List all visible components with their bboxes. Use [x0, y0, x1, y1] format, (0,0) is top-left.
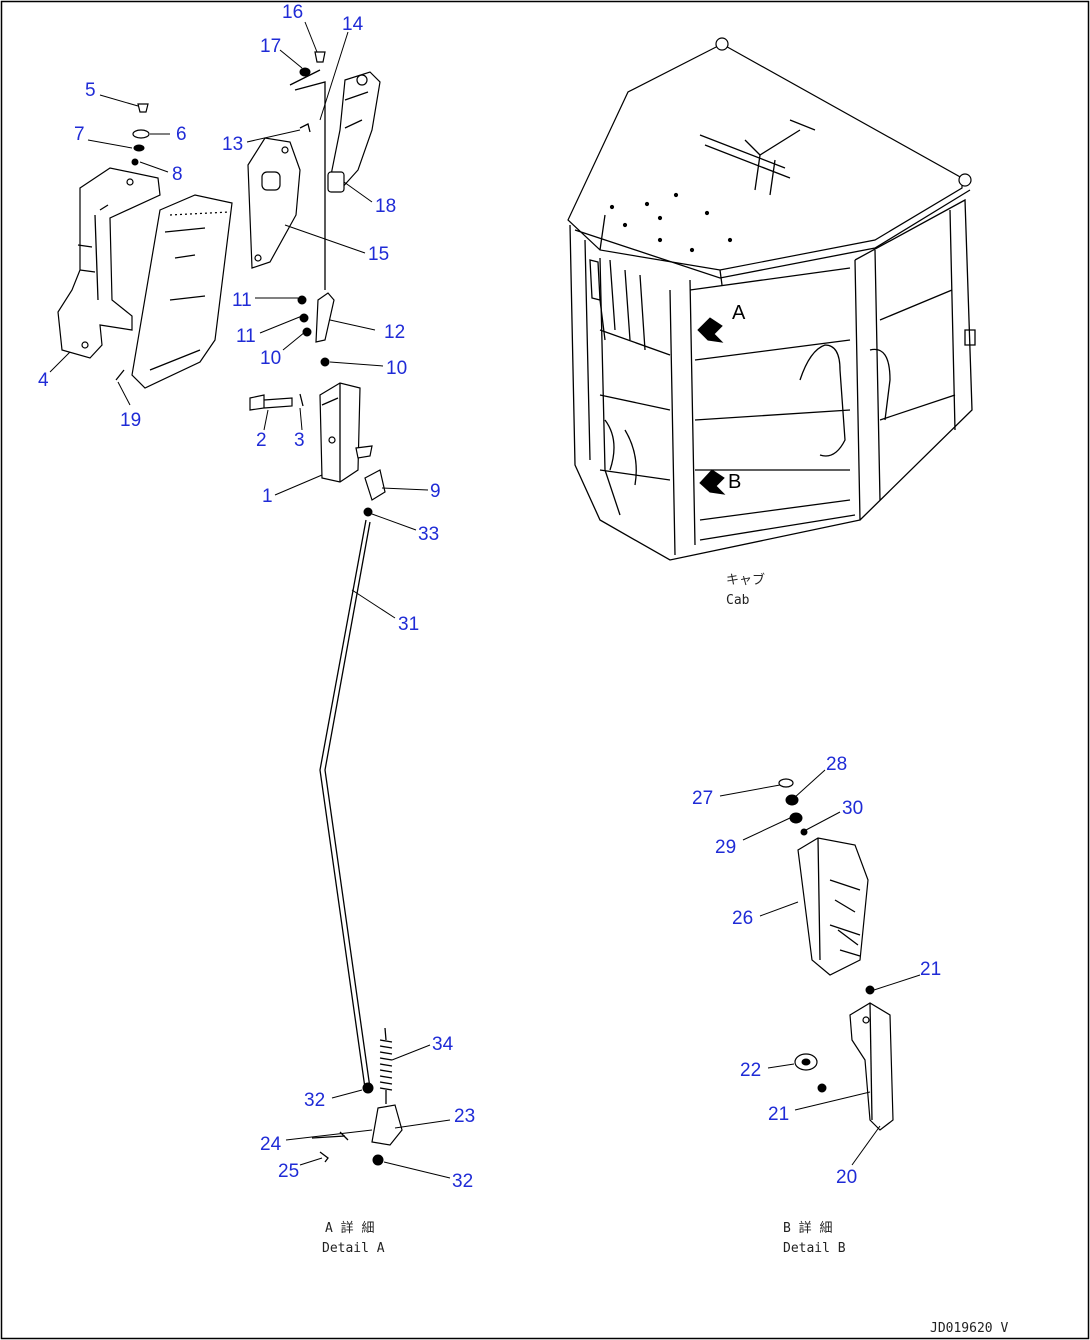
- callout-1: 1: [262, 486, 273, 507]
- callout-13: 13: [222, 134, 243, 155]
- cab-caption-en: Cab: [726, 593, 750, 608]
- callout-29: 29: [715, 837, 736, 858]
- drawing-code: JD019620 V: [930, 1321, 1008, 1336]
- callout-31: 31: [398, 614, 419, 635]
- callout-10a: 10: [260, 348, 281, 369]
- callout-33: 33: [418, 524, 439, 545]
- callout-16: 16: [282, 2, 303, 23]
- callout-22: 22: [740, 1060, 761, 1081]
- detail-b-illustration: [778, 778, 894, 1131]
- callout-12: 12: [384, 322, 405, 343]
- callout-8: 8: [172, 164, 183, 185]
- callout-20: 20: [836, 1167, 857, 1188]
- view-b-arrow-icon: [699, 469, 726, 495]
- detail-a-caption-en: Detail A: [322, 1241, 385, 1256]
- callout-32a: 32: [304, 1090, 325, 1111]
- callout-leaders: [49, 21, 921, 1179]
- callout-11b: 11: [236, 326, 256, 347]
- callout-27: 27: [692, 788, 713, 809]
- callout-15: 15: [368, 244, 389, 265]
- callout-numbers: 16 17 14 5 7 6 8 13 18 15 11 11 12 10 10…: [38, 2, 941, 1192]
- callout-30: 30: [842, 798, 863, 819]
- callout-6: 6: [176, 124, 187, 145]
- cab-illustration: A B: [567, 37, 976, 561]
- callout-14: 14: [342, 14, 364, 35]
- callout-11a: 11: [232, 290, 252, 311]
- detail-a-illustration: [57, 51, 403, 1166]
- callout-19: 19: [120, 410, 141, 431]
- callout-21b: 21: [768, 1104, 789, 1125]
- callout-4: 4: [38, 370, 49, 391]
- view-a-label: A: [732, 302, 746, 324]
- view-a-arrow-icon: [697, 317, 724, 343]
- callout-25: 25: [278, 1161, 299, 1182]
- callout-17: 17: [260, 36, 281, 57]
- callout-9: 9: [430, 481, 441, 502]
- detail-b-caption-en: Detail B: [783, 1241, 846, 1256]
- callout-7: 7: [74, 124, 85, 145]
- callout-24: 24: [260, 1134, 282, 1155]
- callout-10b: 10: [386, 358, 407, 379]
- detail-b-caption-jp: B 詳 細: [783, 1220, 832, 1236]
- callout-18: 18: [375, 196, 396, 217]
- detail-a-caption-jp: A 詳 細: [325, 1220, 374, 1236]
- callout-2: 2: [256, 430, 267, 451]
- callout-28: 28: [826, 754, 847, 775]
- callout-32b: 32: [452, 1171, 473, 1192]
- callout-5: 5: [85, 80, 96, 101]
- callout-21a: 21: [920, 959, 941, 980]
- callout-26: 26: [732, 908, 753, 929]
- view-b-label: B: [728, 471, 741, 493]
- callout-34: 34: [432, 1034, 454, 1055]
- cab-caption-jp: キャブ: [726, 572, 765, 588]
- callout-3: 3: [294, 430, 305, 451]
- callout-23: 23: [454, 1106, 475, 1127]
